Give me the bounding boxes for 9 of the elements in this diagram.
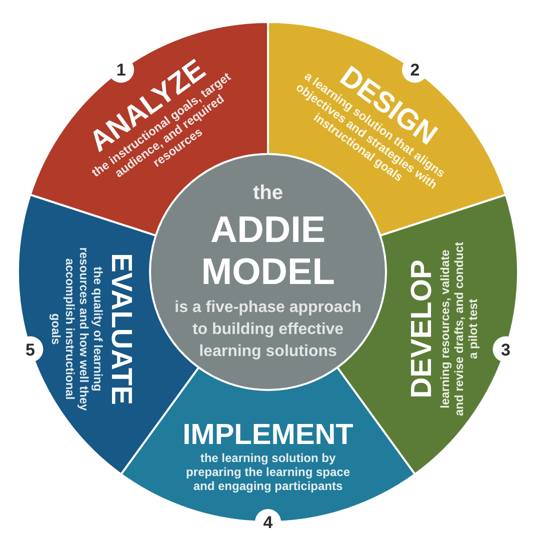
- phase-heading: IMPLEMENT: [182, 419, 354, 451]
- subtitle-text: the: [253, 181, 283, 205]
- phase-description: the quality of learning resources and how well they accomplish instructional goals: [49, 246, 106, 413]
- description-text: is a five-phase approach to building effective learning solutions: [174, 298, 362, 362]
- model-title: ADDIE MODEL: [200, 209, 336, 293]
- phase-description: the learning solution by preparing the learning space and engaging participants: [184, 451, 352, 493]
- phase-heading: EVALUATE: [105, 252, 138, 405]
- phase-heading: DEVELOP: [406, 260, 438, 398]
- phase-description: learning resources, validate and revise drafts, and conduct a pilot test: [438, 240, 480, 417]
